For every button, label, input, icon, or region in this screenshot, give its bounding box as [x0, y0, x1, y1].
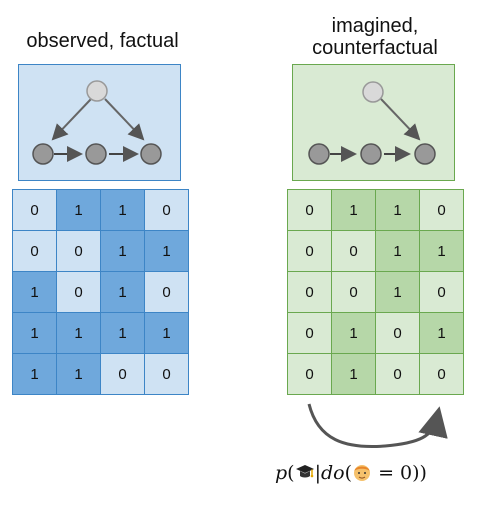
formula-p: p — [275, 462, 288, 484]
node-top — [362, 81, 384, 103]
table-cell: 0 — [375, 312, 420, 354]
table-cell: 0 — [287, 189, 332, 231]
left-panel-title: observed, factual — [26, 30, 179, 52]
table-cell: 1 — [144, 230, 189, 272]
table-cell: 0 — [56, 230, 101, 272]
counterfactual-graph-svg — [308, 81, 436, 165]
node-right — [140, 143, 162, 165]
table-cell: 0 — [419, 353, 464, 395]
table-cell: 0 — [56, 271, 101, 313]
table-cell: 1 — [419, 230, 464, 272]
table-cell: 0 — [287, 353, 332, 395]
table-cell: 1 — [12, 312, 57, 354]
table-cell: 0 — [331, 271, 376, 313]
table-cell: 1 — [375, 271, 420, 313]
node-middle — [360, 143, 382, 165]
table-cell: 1 — [331, 189, 376, 231]
node-middle — [85, 143, 107, 165]
edge-top-left — [51, 98, 92, 141]
table-cell: 0 — [100, 353, 145, 395]
table-cell: 0 — [375, 353, 420, 395]
node-left — [32, 143, 54, 165]
table-cell: 1 — [100, 271, 145, 313]
right-title-line1: imagined, — [331, 15, 419, 37]
table-cell: 1 — [12, 271, 57, 313]
node-left — [308, 143, 330, 165]
table-cell: 0 — [419, 271, 464, 313]
intervention-formula: p(|do( = 0)) — [275, 462, 470, 487]
node-top — [86, 80, 108, 102]
formula-bar: | — [314, 462, 321, 484]
table-cell: 1 — [144, 312, 189, 354]
edge-top-right — [380, 98, 421, 141]
student-face-icon — [352, 462, 372, 487]
table-cell: 0 — [144, 353, 189, 395]
formula-eq: = 0 — [372, 462, 413, 484]
table-cell: 1 — [56, 189, 101, 231]
table-cell: 0 — [287, 271, 332, 313]
table-cell: 1 — [100, 312, 145, 354]
table-cell: 0 — [287, 312, 332, 354]
formula-inner-open: ( — [344, 462, 353, 484]
table-cell: 1 — [419, 312, 464, 354]
table-cell: 0 — [419, 189, 464, 231]
formula-open: ( — [287, 462, 295, 484]
table-cell: 1 — [56, 353, 101, 395]
edge-top-right — [104, 98, 145, 141]
counterfactual-causal-graph — [292, 64, 455, 181]
formula-close: )) — [412, 462, 427, 484]
right-panel-title: imagined, counterfactual — [280, 15, 470, 59]
table-cell: 0 — [12, 189, 57, 231]
factual-graph-svg — [32, 80, 162, 165]
table-cell: 1 — [100, 189, 145, 231]
table-cell: 1 — [100, 230, 145, 272]
node-right — [414, 143, 436, 165]
table-cell: 0 — [331, 230, 376, 272]
table-cell: 1 — [331, 312, 376, 354]
table-cell: 0 — [144, 271, 189, 313]
table-cell: 0 — [144, 189, 189, 231]
factual-causal-graph — [18, 64, 181, 181]
right-title-line2: counterfactual — [312, 37, 438, 59]
table-cell: 0 — [12, 230, 57, 272]
table-cell: 1 — [331, 353, 376, 395]
formula-do: do — [321, 462, 345, 484]
graduation-cap-icon — [295, 464, 315, 487]
